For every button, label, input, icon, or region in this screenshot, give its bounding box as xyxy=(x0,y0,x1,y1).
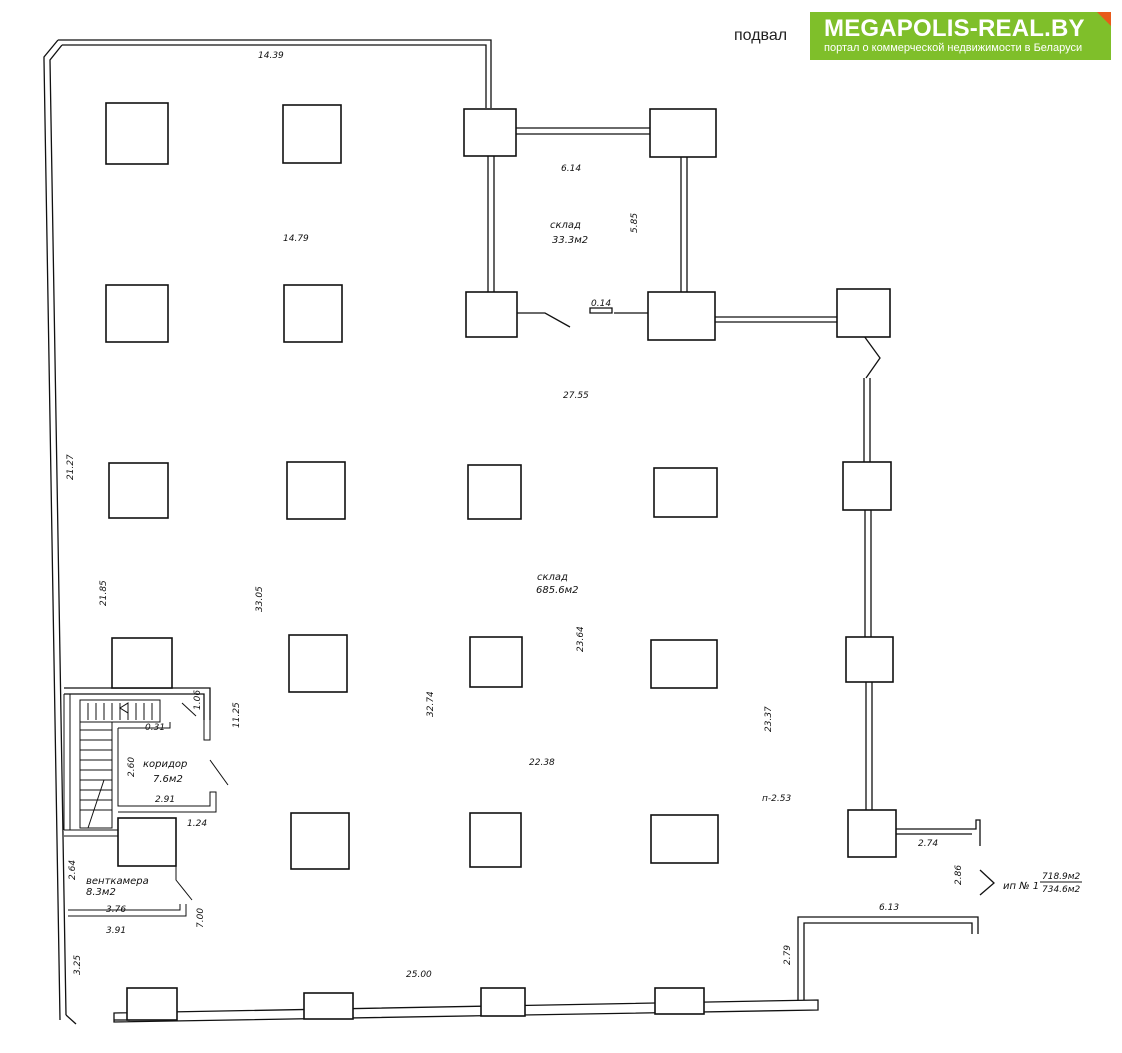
dimension-label: 21.27 xyxy=(66,454,76,480)
column xyxy=(467,464,522,520)
column xyxy=(836,288,891,338)
dimension-label: 0.31 xyxy=(145,723,165,733)
column xyxy=(286,461,346,520)
dimension-label: 14.79 xyxy=(283,234,309,244)
dimension-label: 14.39 xyxy=(258,51,284,61)
column xyxy=(650,639,718,689)
stair-block xyxy=(63,687,229,917)
floor-label: подвал xyxy=(734,27,788,44)
column xyxy=(469,636,523,688)
dimension-label: 32.74 xyxy=(426,691,436,717)
dimension-label: 11.25 xyxy=(232,702,242,728)
dimension-label: 6.13 xyxy=(879,903,899,913)
dimension-label: 27.55 xyxy=(563,391,589,401)
column xyxy=(117,817,177,867)
dimension-label: 5.85 xyxy=(630,213,640,233)
dimension-label: 2.64 xyxy=(68,860,78,880)
dimension-label: 1.06 xyxy=(193,690,203,710)
room-label-koridor: коридор xyxy=(143,759,187,770)
dimension-label: п-2.53 xyxy=(762,794,791,804)
column xyxy=(282,104,342,164)
dimension-label: 6.14 xyxy=(561,164,581,174)
column xyxy=(469,812,522,868)
room-area-sklad-main: 685.6м2 xyxy=(536,585,579,596)
small-warehouse-walls xyxy=(487,127,881,379)
dimension-label: 1.24 xyxy=(187,819,207,829)
column xyxy=(303,992,354,1020)
column xyxy=(480,987,526,1017)
column xyxy=(105,284,169,343)
dimension-labels: 14.39 6.14 5.85 14.79 0.14 27.55 21.27 2… xyxy=(66,51,964,980)
column xyxy=(842,461,892,511)
dimension-label: 0.14 xyxy=(591,299,611,309)
column xyxy=(105,102,169,165)
dimension-label: 22.38 xyxy=(529,758,555,768)
room-label-venkamera: венткамера xyxy=(86,876,149,887)
column xyxy=(653,467,718,518)
dimension-label: 3.76 xyxy=(106,905,126,915)
dimension-label: 23.37 xyxy=(764,706,774,732)
column xyxy=(845,636,894,683)
dimension-label: 2.79 xyxy=(783,945,793,965)
total-area-prefix: ип № 1 xyxy=(1003,881,1039,892)
column xyxy=(847,809,897,858)
dimension-label: 2.60 xyxy=(127,757,137,777)
column xyxy=(288,634,348,693)
column xyxy=(649,108,717,158)
room-labels: склад 33.3м2 склад 685.6м2 коридор 7.6м2… xyxy=(86,220,1082,898)
dimension-label: 3.91 xyxy=(106,926,126,936)
dimension-label: 7.00 xyxy=(196,908,206,928)
columns xyxy=(105,102,897,1021)
column xyxy=(126,987,178,1021)
column xyxy=(647,291,716,341)
dimension-label: 2.74 xyxy=(918,839,938,849)
dimension-label: 3.25 xyxy=(73,955,83,975)
logo-corner-icon xyxy=(1097,12,1111,26)
dimension-label: 25.00 xyxy=(406,970,432,980)
column xyxy=(650,814,719,864)
dimension-label: 2.91 xyxy=(155,795,175,805)
site-logo[interactable]: MEGAPOLIS-REAL.BY портал о коммерческой … xyxy=(810,12,1111,60)
dimension-label: 21.85 xyxy=(99,580,109,606)
column xyxy=(654,987,705,1015)
column xyxy=(283,284,343,343)
logo-subtitle: портал о коммерческой недвижимости в Бел… xyxy=(824,42,1083,54)
room-area-koridor: 7.6м2 xyxy=(153,774,183,785)
room-label-sklad-small: склад xyxy=(550,220,581,231)
column xyxy=(108,462,169,519)
column xyxy=(111,637,173,689)
column xyxy=(465,291,518,338)
column xyxy=(290,812,350,870)
room-area-venkamera: 8.3м2 xyxy=(86,887,116,898)
dimension-label: 23.64 xyxy=(576,626,586,652)
outer-walls xyxy=(43,39,995,1025)
dimension-label: 33.05 xyxy=(255,586,265,612)
logo-title: MEGAPOLIS-REAL.BY xyxy=(824,15,1085,42)
total-area-top: 718.9м2 xyxy=(1042,872,1081,882)
room-label-sklad-main: склад xyxy=(537,572,568,583)
room-area-sklad-small: 33.3м2 xyxy=(552,235,588,246)
right-walls xyxy=(863,378,873,810)
dimension-label: 2.86 xyxy=(954,865,964,885)
total-area-bottom: 734.6м2 xyxy=(1042,885,1081,895)
column xyxy=(463,108,517,157)
